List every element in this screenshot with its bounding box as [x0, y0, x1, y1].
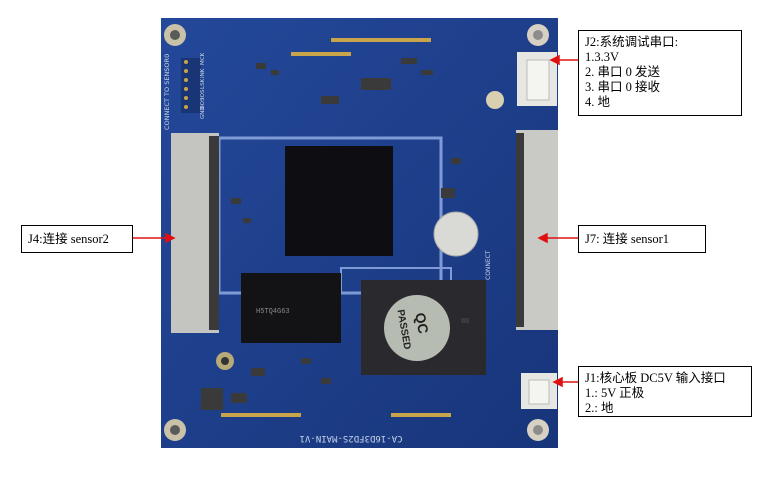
- callout-j2: J2:系统调试串口: 1.3.3V 2. 串口 0 发送 3. 串口 0 接收 …: [578, 30, 742, 116]
- svg-text:IOS: IOS: [200, 89, 206, 99]
- soc-chip: [285, 146, 393, 256]
- j1-line: J1:核心板 DC5V 输入接口: [585, 371, 726, 385]
- j2-line: 4. 地: [585, 95, 611, 109]
- j1-line: 1.: 5V 正极: [585, 386, 645, 400]
- silk-board-name: CA-16D3FD2S-MAIN-V1: [300, 433, 403, 443]
- callout-j1: J1:核心板 DC5V 输入接口 1.: 5V 正极 2.: 地: [578, 366, 752, 417]
- mounting-holes: [164, 24, 549, 441]
- svg-text:GND: GND: [200, 106, 206, 119]
- svg-text:MCK: MCK: [200, 52, 206, 65]
- arrow-j4-head: [165, 232, 176, 244]
- arrow-j1-head: [552, 376, 563, 388]
- j2-line: J2:系统调试串口:: [585, 35, 679, 49]
- pcb-board-photo: H5TQ4G63 QC PASSED CONNECT TO SENSOR0 MC…: [161, 18, 558, 448]
- arrow-j2-head: [549, 54, 560, 66]
- svg-text:INK: INK: [200, 68, 206, 78]
- callout-j7: J7: 连接 sensor1: [578, 225, 706, 253]
- j7-line: J7: 连接 sensor1: [585, 232, 670, 246]
- qc-sticker: [384, 295, 450, 361]
- svg-text:LSK: LSK: [200, 78, 206, 89]
- svg-text:H5TQ4G63: H5TQ4G63: [256, 308, 290, 316]
- j2-line: 2. 串口 0 发送: [585, 65, 661, 79]
- coin-battery: [433, 211, 479, 257]
- svg-text:BOS: BOS: [200, 97, 206, 109]
- j2-line: 1.3.3V: [585, 50, 620, 64]
- j4-line: J4:连接 sensor2: [28, 232, 109, 246]
- silk-connect2: CONNECT: [485, 250, 492, 280]
- ddr-chip: [241, 273, 341, 343]
- j1-line: 2.: 地: [585, 401, 614, 415]
- arrow-j7-head: [537, 232, 548, 244]
- sticker-line1: QC: [412, 311, 431, 334]
- silk-connect-sensor0: CONNECT TO SENSOR0: [163, 54, 171, 130]
- callout-j4: J4:连接 sensor2: [21, 225, 133, 253]
- j2-line: 3. 串口 0 接收: [585, 80, 661, 94]
